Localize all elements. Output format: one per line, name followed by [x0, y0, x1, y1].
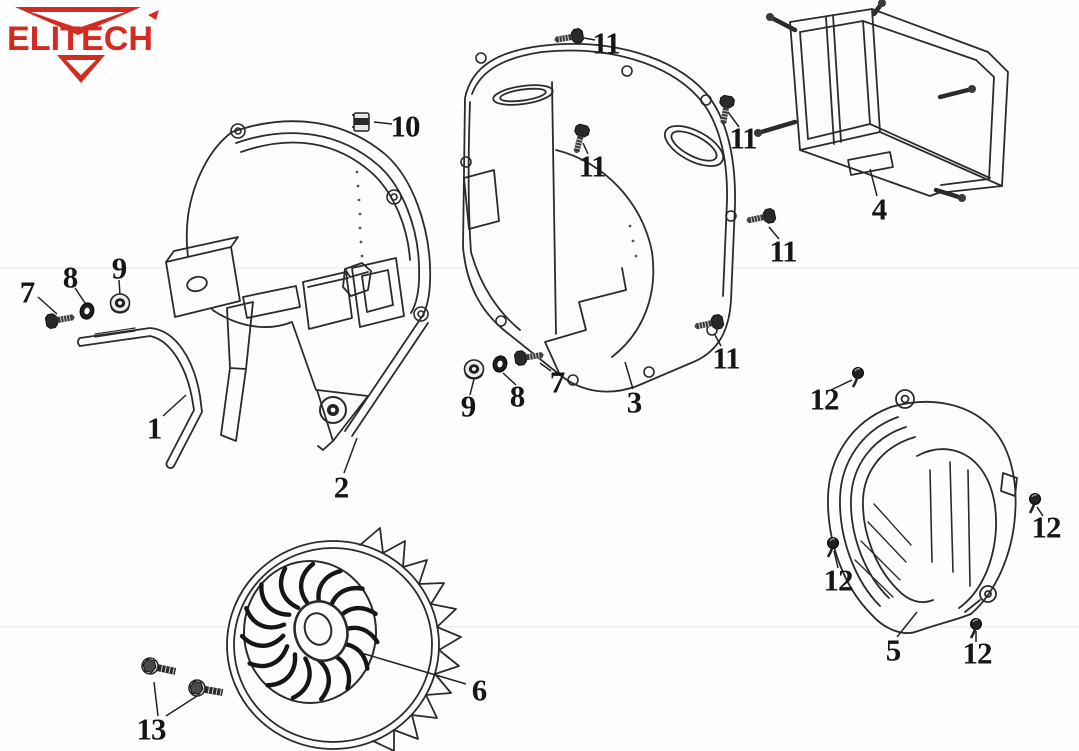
washer-8-center: [490, 353, 510, 375]
callout-part-11-c: 11: [578, 148, 606, 184]
part-4-air-duct: [754, 0, 1009, 202]
part-5-fan-cover: [827, 389, 1018, 634]
brand-logo: ELITECH: [7, 7, 159, 83]
flange-bolt-13-2: [186, 677, 225, 702]
callout-part-8-left: 8: [62, 259, 78, 295]
callout-part-8-center: 8: [509, 378, 525, 414]
stitch-dots: [355, 170, 364, 258]
nut-9-left: [109, 293, 131, 314]
callout-part-4: 4: [871, 191, 887, 227]
callout-part-12-b: 12: [1031, 509, 1062, 545]
part-3-fan-housing: [460, 43, 737, 393]
screw-12-1: [851, 366, 865, 389]
callout-part-9-left: 9: [111, 250, 127, 286]
callout-part-10: 10: [390, 108, 421, 144]
callout-part-12-a: 12: [809, 381, 840, 417]
callout-part-13: 13: [136, 711, 167, 747]
callout-part-7-left: 7: [19, 274, 35, 310]
brand-wordmark: ELITECH: [7, 20, 153, 58]
flange-bolt-13-1: [139, 655, 178, 680]
fasteners: [44, 27, 1042, 702]
leader-lines: [37, 37, 1044, 717]
part-1-bracket-rod: [77, 327, 203, 469]
callout-part-7-center: 7: [549, 364, 565, 400]
callout-part-11-e: 11: [712, 340, 740, 376]
bolt-11-4: [744, 207, 777, 229]
part-6-flywheel-fan: [226, 527, 462, 751]
callout-part-11-d: 11: [769, 233, 797, 269]
callout-part-2: 2: [333, 469, 349, 505]
callout-part-5: 5: [885, 632, 901, 668]
callout-part-12-c: 12: [823, 562, 854, 598]
callout-part-1: 1: [146, 410, 162, 446]
clip-nut-10: [352, 112, 370, 132]
brand-triangle-bottom: [57, 55, 105, 83]
washer-8-left: [77, 300, 97, 322]
callout-part-6: 6: [471, 672, 487, 708]
part-2-engine-shroud: [165, 120, 432, 451]
callout-part-3: 3: [626, 384, 642, 420]
callout-part-12-d: 12: [962, 635, 993, 671]
bolt-7-left: [44, 309, 77, 330]
callout-part-11-b: 11: [729, 120, 757, 156]
callout-part-9-center: 9: [460, 388, 476, 424]
nut-9-center: [463, 359, 485, 380]
brand-triangle-top: [15, 7, 141, 35]
callout-part-11-a: 11: [592, 25, 620, 61]
trademark-mark: [148, 10, 159, 20]
